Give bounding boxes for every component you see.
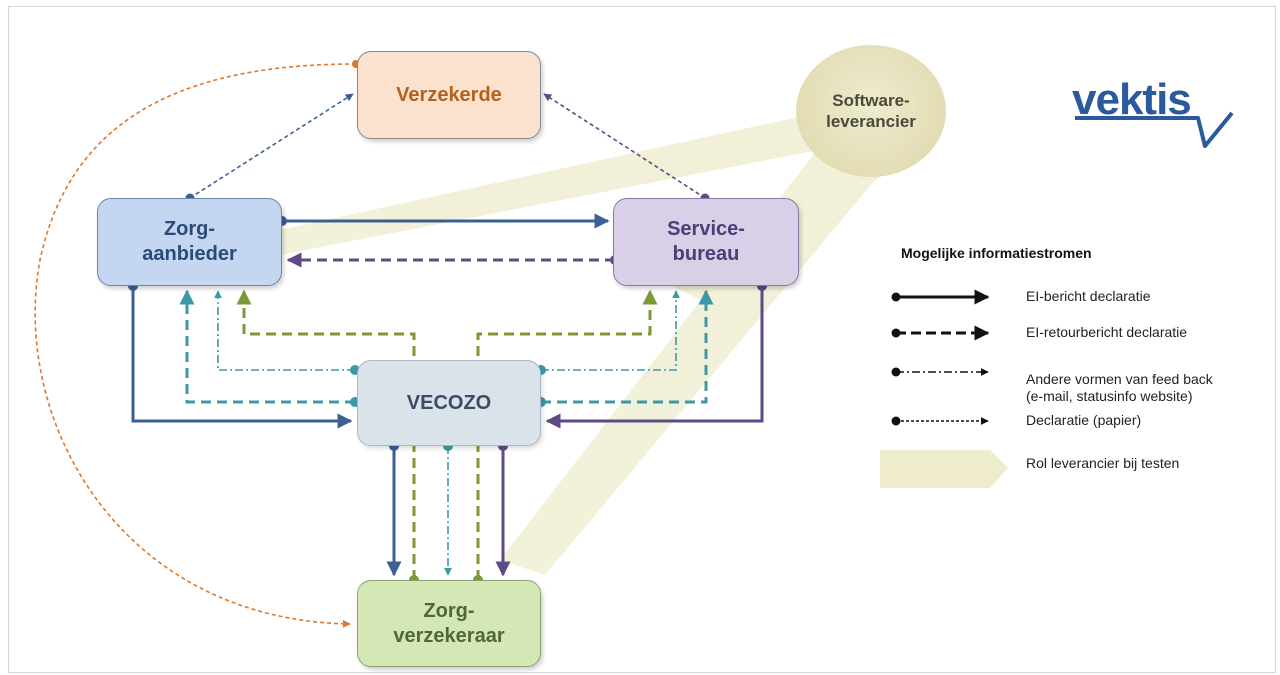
node-vecozo: VECOZO bbox=[357, 360, 541, 446]
legend-label-dotted: Declaratie (papier) bbox=[1026, 412, 1142, 428]
bureau-to-verzekerde-arrow bbox=[543, 93, 706, 199]
node-zorgverzekeraar: Zorg- verzekeraar bbox=[357, 580, 541, 667]
aanbieder-to-vecozo-arrow bbox=[131, 286, 353, 429]
verzekeraar-to-bureau-retour bbox=[476, 289, 658, 580]
aanbieder-to-verzekerde-arrow bbox=[189, 93, 354, 199]
logo-check-icon bbox=[1075, 111, 1234, 148]
legend-label-dash-dot: Andere vormen van feed back (e-mail, sta… bbox=[1026, 371, 1213, 404]
node-label: Software- leverancier bbox=[826, 90, 916, 131]
verzekeraar-to-aanbieder-retour bbox=[236, 289, 416, 580]
vektis-logo: vektis bbox=[1070, 75, 1240, 155]
paper-declaration-arrow bbox=[34, 63, 357, 628]
node-label: Verzekerde bbox=[396, 83, 502, 106]
legend-title: Mogelijke informatiestromen bbox=[901, 245, 1092, 261]
node-label: Zorg- verzekeraar bbox=[393, 599, 505, 647]
node-softwareleverancier: Software- leverancier bbox=[796, 45, 946, 177]
node-verzekerde: Verzekerde bbox=[357, 51, 541, 139]
node-label: Zorg- aanbieder bbox=[142, 218, 237, 265]
vecozo-to-aanbieder-retour bbox=[179, 289, 355, 404]
node-label: VECOZO bbox=[406, 391, 492, 414]
diagram-frame bbox=[8, 6, 1276, 673]
node-label: Service- bureau bbox=[667, 218, 745, 265]
legend-label-solid: EI-bericht declaratie bbox=[1026, 288, 1151, 304]
vecozo-to-aanbieder-feedback bbox=[214, 290, 355, 371]
test-role-band bbox=[280, 110, 900, 575]
node-servicebureau: Service- bureau bbox=[613, 198, 799, 286]
legend-samples bbox=[880, 289, 1008, 488]
logo-text: vektis bbox=[1072, 75, 1192, 124]
legend-label-dashed: EI-retourbericht declaratie bbox=[1026, 324, 1188, 340]
vecozo-to-bureau-feedback bbox=[541, 290, 680, 371]
node-zorgaanbieder: Zorg- aanbieder bbox=[97, 198, 282, 286]
bureau-to-vecozo-arrow bbox=[545, 286, 764, 429]
vecozo-to-bureau-retour bbox=[541, 289, 714, 404]
legend-label-band: Rol leverancier bij testen bbox=[1026, 455, 1180, 471]
